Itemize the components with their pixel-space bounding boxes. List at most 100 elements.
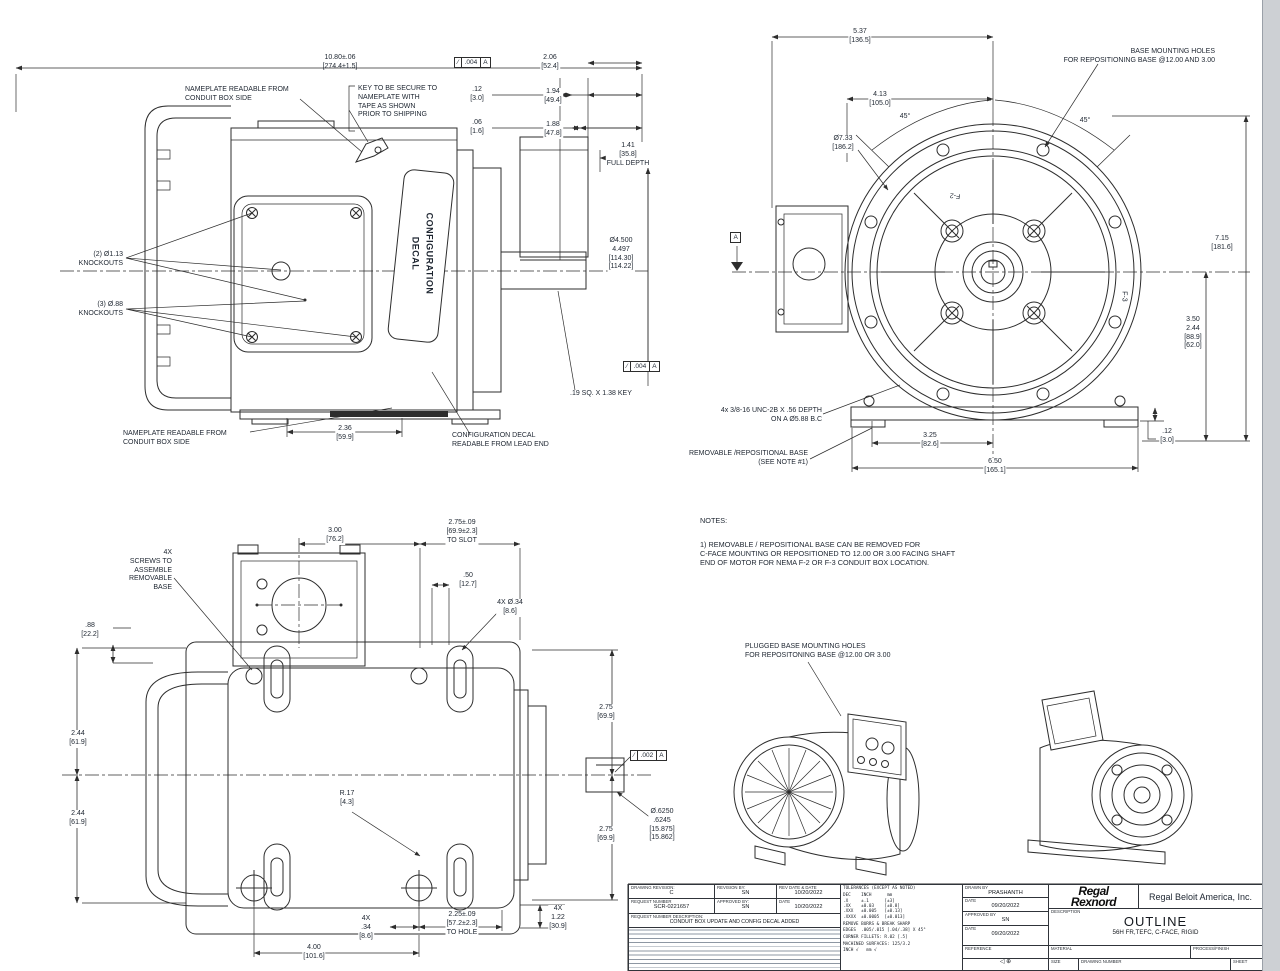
note-base-mounting-holes: BASE MOUNTING HOLES FOR REPOSITIONING BA… <box>1063 48 1215 64</box>
approved-date-label: DATE <box>779 899 791 904</box>
cell-tb-approved-date: DATE 09/20/2022 <box>962 925 1049 946</box>
sheet-label: SHEET <box>1233 959 1248 964</box>
material-label: MATERIAL <box>1051 946 1073 951</box>
cell-approved-by: APPROVED BY: SN <box>714 898 777 914</box>
dim-2-06: 2.06 [52.4] <box>540 54 560 72</box>
drawing-revision-label: DRAWING REVISION: <box>631 885 675 890</box>
description-sub: 56H FR,TEFC, C-FACE, RIGID <box>1112 929 1199 937</box>
cell-drawing-revision: DRAWING REVISION: C <box>628 884 715 899</box>
dim-overall-length: 10.80±.06 [274.4±1.5] <box>322 54 358 70</box>
tolerances-table: DEC INCH mm .X ±.1 [±3] .XX ±0.03 [±0.8]… <box>843 893 906 920</box>
configuration-decal-text: CONFIGURATION DECAL <box>411 212 435 295</box>
gdt-tolerance: .004 <box>631 362 650 372</box>
note-plugged-holes: PLUGGED BASE MOUNTING HOLES FOR REPOSITO… <box>745 643 891 659</box>
dim-angle-left: 45° <box>899 113 911 120</box>
dim-4-13: 4.13 [105.0] <box>868 91 892 109</box>
drawing-revision-value: C <box>669 889 674 896</box>
dim-0-50: .50 [12.7] <box>458 572 478 590</box>
dim-0-06: .06 [1.6] <box>469 119 485 137</box>
runout-symbol-icon: ∕ <box>631 751 639 761</box>
dim-4x-slot-dia: 4X Ø.34 [8.6] <box>496 599 524 617</box>
reference-label: REFERENCE <box>965 946 992 951</box>
gdt-datum: A <box>659 752 664 759</box>
cell-drawing-number: DRAWING NUMBER <box>1078 958 1231 971</box>
tolerances-machined-note: MACHINED SURFACES: 125/3.2 INCH √ mm √ <box>843 942 911 953</box>
regal-logo-line1: Regal <box>1078 884 1109 898</box>
runout-symbol-icon: ∕ <box>455 58 463 68</box>
tolerances-fillets-note: CORNER FILLETS: R.02 [.5] <box>843 934 908 940</box>
request-number-label: REQUEST NUMBER <box>631 899 672 904</box>
dim-2-25-to-hole: 2.25±.09 [57.2±2.3] TO HOLE <box>445 911 479 938</box>
dim-shaft-dia: Ø.6250 .6245 [15.875] [15.862] <box>648 808 676 843</box>
size-label: SIZE <box>1051 959 1061 964</box>
dim-2-75-b: 2.75 [69.9] <box>596 826 616 844</box>
dim-angle-right: 45° <box>1079 117 1091 124</box>
datum-letter: A <box>733 234 738 241</box>
rev-date-label: REV DATE & DATE <box>779 885 817 890</box>
dim-1-41-full-depth: 1.41 [35.8] FULL DEPTH <box>605 142 651 169</box>
description-label: DESCRIPTION <box>1051 909 1081 914</box>
dim-0-88: .88 [22.2] <box>80 622 100 640</box>
note-knockouts-3: (3) Ø.88 KNOCKOUTS <box>78 301 123 317</box>
note-1: 1) REMOVABLE / REPOSITIONAL BASE CAN BE … <box>700 540 956 568</box>
third-angle-projection-icon: ◁ ⊕ <box>999 959 1012 965</box>
dim-1-88: 1.88 [47.8] <box>543 121 563 139</box>
datum-a-flag: A <box>730 232 742 244</box>
note-nameplate-top: NAMEPLATE READABLE FROM CONDUIT BOX SIDE <box>185 86 289 102</box>
notes-title: NOTES: <box>700 516 728 525</box>
cell-approved-date: DATE 10/20/2022 <box>776 898 841 914</box>
tb-approved-date-value: 09/20/2022 <box>991 930 1020 937</box>
dim-r-17: R.17 [4.3] <box>338 790 356 808</box>
gdt-flag-top: ∕ .004 A <box>454 57 492 69</box>
cell-company: Regal Beloit America, Inc. <box>1138 884 1263 909</box>
request-desc-label: REQUEST NUMBER DESCRIPTION: <box>631 914 704 919</box>
drawn-date-label: DATE <box>965 898 977 903</box>
dim-4x-1-22: 4X 1.22 [30.9] <box>548 905 568 932</box>
note-knockouts-2: (2) Ø1.13 KNOCKOUTS <box>78 251 123 267</box>
dim-3-50-2-44: 3.50 2.44 [88.9] [62.0] <box>1183 316 1203 351</box>
cell-material: MATERIAL <box>1048 945 1191 959</box>
cast-label-f3: F-3 <box>1118 291 1129 302</box>
cell-reference: REFERENCE <box>962 945 1049 959</box>
dim-6-50: 6.50 [165.1] <box>983 458 1007 476</box>
note-config-decal-readable: CONFIGURATION DECAL READABLE FROM LEAD E… <box>452 432 549 448</box>
cell-sheet: SHEET <box>1230 958 1263 971</box>
note-nameplate-bottom: NAMEPLATE READABLE FROM CONDUIT BOX SIDE <box>123 430 227 446</box>
note-tapped-holes: 4x 3/8-16 UNC-2B X .56 DEPTH ON A Ø5.88 … <box>720 407 822 423</box>
note-base-screws: 4X SCREWS TO ASSEMBLE REMOVABLE BASE <box>128 549 172 591</box>
gdt-tolerance: .002 <box>638 751 657 761</box>
drawing-number-label: DRAWING NUMBER <box>1081 959 1122 964</box>
dim-4-00: 4.00 [101.6] <box>302 944 326 962</box>
dim-0-12-base: .12 [3.0] <box>1159 428 1175 446</box>
revision-by-label: REVISION BY: <box>717 885 746 890</box>
dim-3-00: 3.00 [76.2] <box>325 527 345 545</box>
cell-projection: ◁ ⊕ <box>962 958 1049 971</box>
plan-view-line-art <box>62 538 657 957</box>
drawn-by-label: DRAWN BY <box>965 885 988 890</box>
request-desc-value: CONDUIT BOX UPDATE AND CONFIG DECAL ADDE… <box>669 918 800 925</box>
cell-tb-approved-by: APPROVED BY SN <box>962 911 1049 926</box>
cast-label-f2: F-2 <box>950 190 961 199</box>
company-name: Regal Beloit America, Inc. <box>1148 891 1253 902</box>
dim-4x-0-34: 4X .34 [8.6] <box>358 915 374 942</box>
rev-date-value: 10/20/2022 <box>794 889 823 896</box>
approved-by-value: SN <box>741 903 750 910</box>
cell-drawn-by: DRAWN BY PRASHANTH <box>962 884 1049 898</box>
revision-by-value: SN <box>741 889 750 896</box>
approved-date-value: 10/20/2022 <box>794 903 823 910</box>
cell-process-finish: PROCESS/FINISH <box>1190 945 1263 959</box>
description-title: OUTLINE <box>1123 913 1188 929</box>
drawn-date-value: 09/20/2022 <box>991 902 1020 909</box>
cast-label-f3-text: F-3 <box>1120 291 1128 302</box>
tolerances-edges-note: REMOVE BURRS & BREAK SHARP EDGES .005/.0… <box>843 922 926 933</box>
dim-2-75-a: 2.75 [69.9] <box>596 704 616 722</box>
dim-7-15: 7.15 [181.6] <box>1210 235 1234 253</box>
tb-approved-by-label: APPROVED BY <box>965 912 996 917</box>
cast-label-f2-text: F-2 <box>949 191 961 200</box>
iso-views-line-art <box>733 661 1193 876</box>
dim-2-75-to-slot: 2.75±.09 [69.9±2.3] TO SLOT <box>445 519 479 546</box>
drawn-by-value: PRASHANTH <box>988 889 1023 896</box>
gdt-datum: A <box>483 59 488 66</box>
dim-key-size: .19 SQ. X 1.38 KEY <box>570 390 632 397</box>
